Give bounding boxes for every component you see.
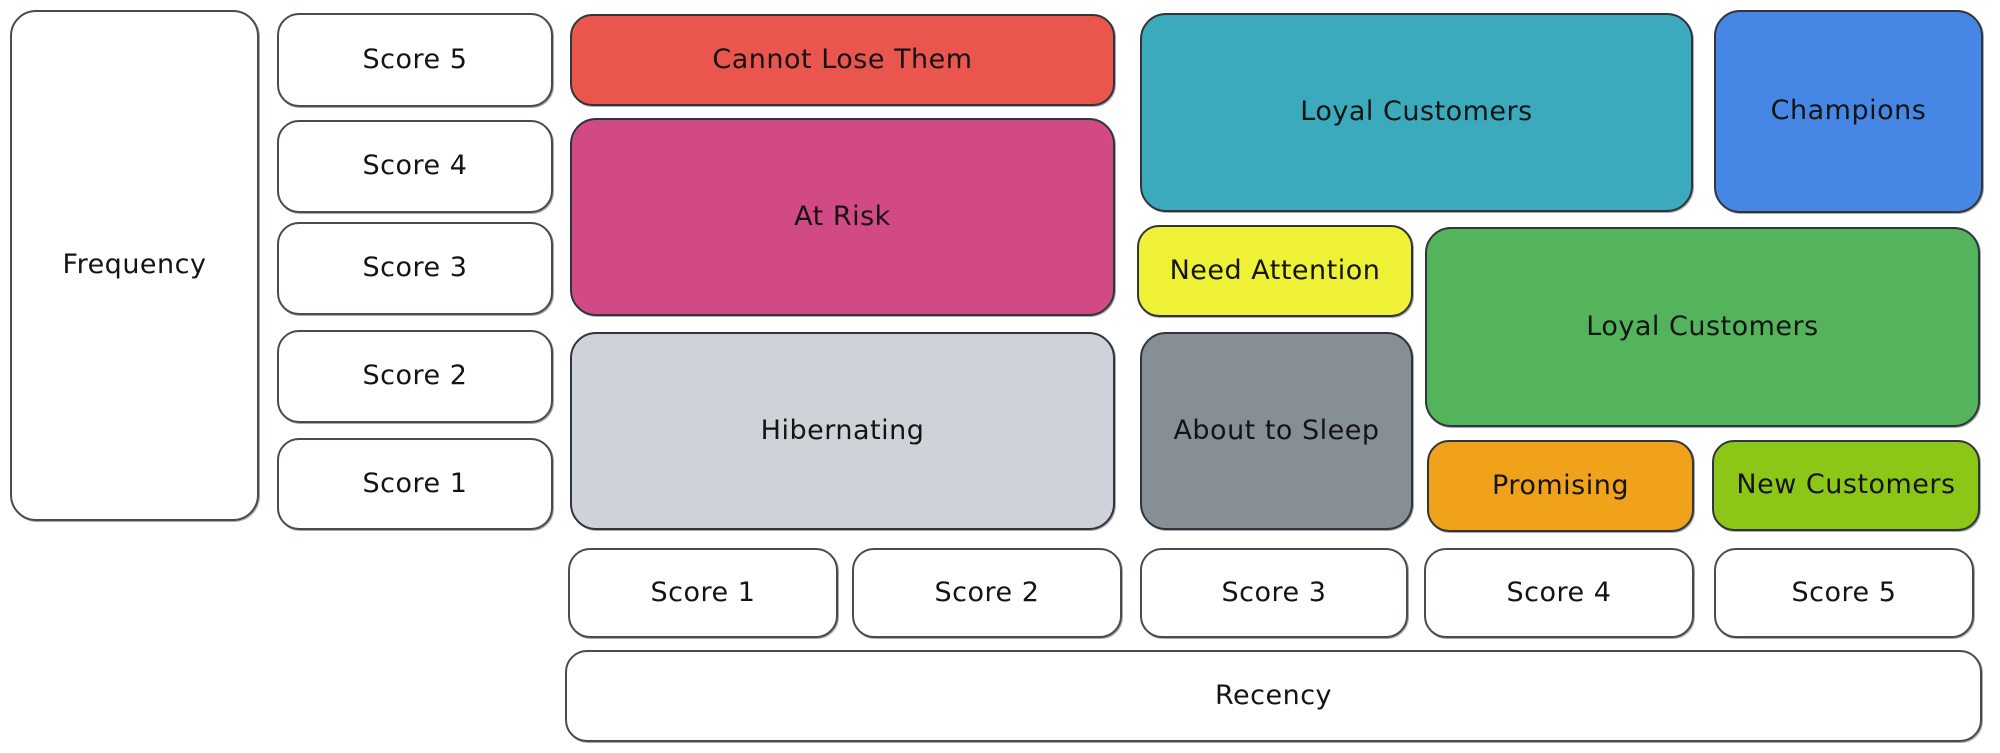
segment-about-to-sleep: About to Sleep bbox=[1140, 332, 1413, 530]
recency-score-2-box: Score 2 bbox=[852, 548, 1122, 638]
recency-axis-box: Recency bbox=[565, 650, 1982, 742]
segment-need-attention-label: Need Attention bbox=[1169, 254, 1381, 286]
frequency-score-3-box: Score 3 bbox=[277, 222, 553, 315]
frequency-score-4-box: Score 4 bbox=[277, 120, 553, 213]
segment-new-customers-label: New Customers bbox=[1736, 469, 1956, 501]
segment-promising-label: Promising bbox=[1492, 469, 1629, 501]
segment-cannot-lose-them: Cannot Lose Them bbox=[570, 14, 1115, 106]
segment-promising: Promising bbox=[1427, 440, 1694, 532]
recency-score-5-label: Score 5 bbox=[1791, 576, 1897, 608]
segment-cannot-lose-them-label: Cannot Lose Them bbox=[712, 43, 973, 75]
segment-need-attention: Need Attention bbox=[1137, 225, 1413, 317]
recency-score-3-label: Score 3 bbox=[1221, 576, 1327, 608]
segment-new-customers: New Customers bbox=[1712, 440, 1980, 531]
frequency-score-4-label: Score 4 bbox=[362, 150, 468, 182]
segment-champions-label: Champions bbox=[1770, 95, 1927, 127]
recency-axis-label: Recency bbox=[1214, 679, 1333, 711]
frequency-score-1-box: Score 1 bbox=[277, 438, 553, 530]
recency-score-5-box: Score 5 bbox=[1714, 548, 1974, 638]
segment-loyal-customers-right-label: Loyal Customers bbox=[1586, 310, 1819, 342]
recency-score-4-box: Score 4 bbox=[1424, 548, 1694, 638]
frequency-score-1-label: Score 1 bbox=[362, 467, 468, 499]
frequency-score-2-box: Score 2 bbox=[277, 330, 553, 423]
frequency-score-5-box: Score 5 bbox=[277, 13, 553, 107]
frequency-score-5-label: Score 5 bbox=[362, 43, 468, 75]
recency-score-3-box: Score 3 bbox=[1140, 548, 1408, 638]
recency-score-4-label: Score 4 bbox=[1506, 576, 1612, 608]
segment-loyal-customers-right: Loyal Customers bbox=[1425, 227, 1980, 427]
segment-loyal-customers-top-label: Loyal Customers bbox=[1300, 96, 1533, 128]
segment-at-risk: At Risk bbox=[570, 118, 1115, 316]
frequency-score-3-label: Score 3 bbox=[362, 252, 468, 284]
segment-champions: Champions bbox=[1714, 10, 1983, 213]
frequency-axis-label: Frequency bbox=[62, 249, 207, 281]
recency-score-1-box: Score 1 bbox=[568, 548, 838, 638]
segment-at-risk-label: At Risk bbox=[794, 200, 891, 232]
frequency-axis-box: Frequency bbox=[10, 10, 259, 521]
segment-hibernating-label: Hibernating bbox=[760, 414, 925, 446]
segment-about-to-sleep-label: About to Sleep bbox=[1173, 414, 1380, 446]
segment-loyal-customers-top: Loyal Customers bbox=[1140, 13, 1693, 212]
recency-score-2-label: Score 2 bbox=[934, 576, 1040, 608]
segment-hibernating: Hibernating bbox=[570, 332, 1115, 530]
frequency-score-2-label: Score 2 bbox=[362, 360, 468, 392]
recency-score-1-label: Score 1 bbox=[650, 576, 756, 608]
